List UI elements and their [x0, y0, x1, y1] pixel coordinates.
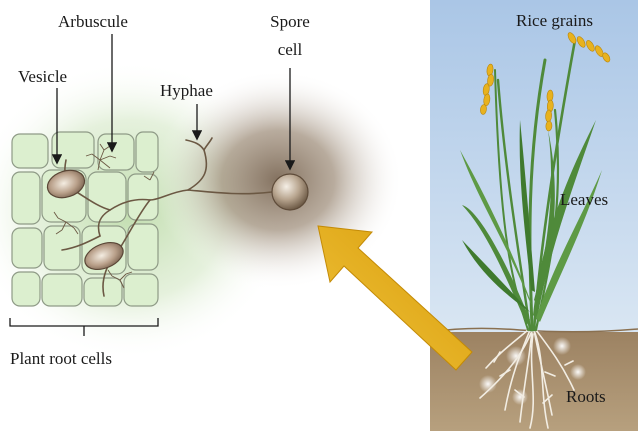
root-cell [11, 133, 49, 169]
root-cell [11, 271, 41, 307]
label-cell: cell [278, 40, 303, 59]
root-cell [127, 173, 159, 221]
vesicle-lower [84, 241, 124, 271]
rice-leaves [460, 120, 602, 325]
soil-glow-dot [512, 389, 528, 405]
label-pointers [51, 34, 296, 171]
grain-cluster-left [480, 63, 494, 115]
root-cell [11, 171, 41, 225]
root-cell [51, 131, 95, 169]
spore-cell [271, 173, 309, 211]
soil-glow-dot [570, 364, 586, 380]
label-vesicle: Vesicle [18, 67, 67, 86]
grain-cluster-top [567, 32, 611, 63]
rice-roots [479, 329, 575, 429]
root-cell [127, 223, 159, 271]
grain-cluster-mid [545, 89, 554, 132]
root-cell [135, 131, 159, 173]
root-cell [11, 227, 43, 269]
soil-glow-dot [553, 337, 571, 355]
root-cell [41, 273, 83, 307]
label-hyphae: Hyphae [160, 81, 213, 100]
soil-surface-line [429, 327, 638, 333]
root-cell [123, 273, 159, 307]
label-leaves: Leaves [560, 190, 608, 209]
rice-panel [429, 0, 638, 431]
transfer-arrow [317, 225, 473, 371]
vesicle-upper [46, 169, 86, 199]
root-cell [87, 171, 127, 223]
label-roots: Roots [566, 387, 606, 406]
label-arbuscule: Arbuscule [58, 12, 128, 31]
label-plant-root-cells: Plant root cells [10, 349, 112, 368]
label-spore: Spore [270, 12, 310, 31]
root-cell [43, 225, 81, 271]
soil-glow-dot [479, 375, 497, 393]
label-rice-grains: Rice grains [516, 11, 593, 30]
root-cells-bracket [9, 318, 159, 336]
rice-grains [480, 32, 611, 132]
